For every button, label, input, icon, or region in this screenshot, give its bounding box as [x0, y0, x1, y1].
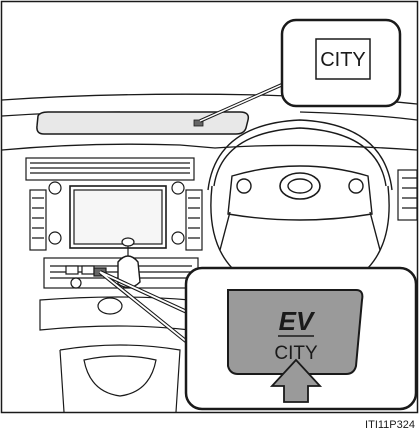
- switch-ev-label: EV: [279, 306, 316, 336]
- figure-code: ITI11P324: [365, 419, 415, 431]
- right-vent: [398, 170, 417, 220]
- steering-wheel-emblem: [280, 173, 320, 199]
- display-indicator-text: CITY: [320, 49, 366, 71]
